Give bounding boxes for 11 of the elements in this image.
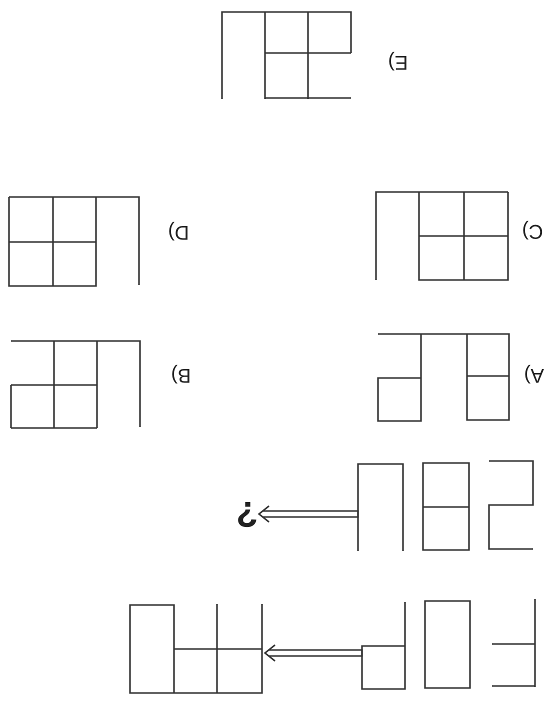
option-letter: B) <box>171 365 191 385</box>
question-mark: ? <box>236 496 258 532</box>
double-arrow <box>258 505 359 523</box>
pieces-drawing <box>360 596 537 691</box>
option-letter: A) <box>524 365 544 385</box>
double-arrow <box>264 644 363 662</box>
option-letter: D) <box>168 222 190 242</box>
option-letter: C) <box>522 221 544 241</box>
pieces-drawing <box>356 459 535 553</box>
option-letter: E) <box>388 52 408 72</box>
assembled-shape-drawing <box>128 602 264 695</box>
